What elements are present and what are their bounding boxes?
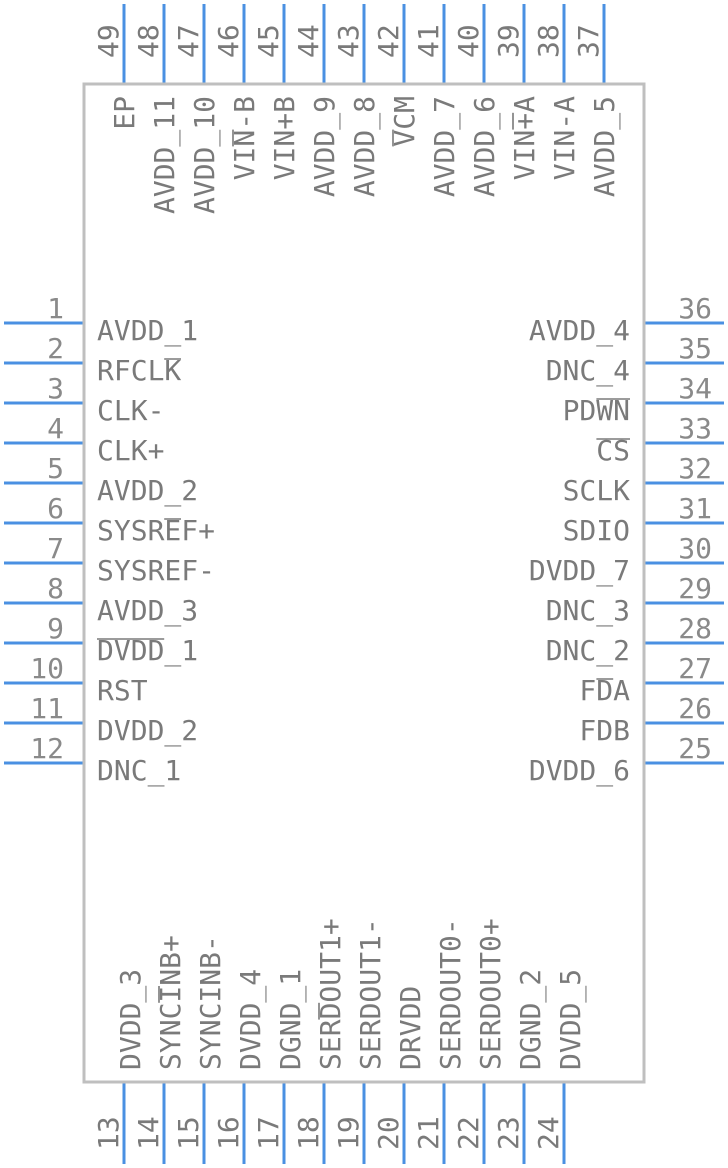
- pin-label: CLK-: [97, 394, 164, 427]
- pin-number: 8: [47, 572, 64, 605]
- pin-label: AVDD_5: [588, 96, 622, 197]
- pin-number: 21: [412, 1116, 445, 1150]
- pin-number: 13: [92, 1116, 125, 1150]
- pin-label: SERDOUT1+: [314, 918, 347, 1070]
- pin-label: DGND_1: [274, 969, 308, 1070]
- pin-number: 1: [47, 292, 64, 325]
- pin-number: 41: [412, 24, 445, 58]
- pin-number: 4: [47, 412, 64, 445]
- pin-label: EP: [108, 96, 141, 130]
- pin-label: DVDD_5: [554, 969, 588, 1070]
- pin-label: RST: [97, 674, 148, 707]
- pin-label: DGND_2: [514, 969, 548, 1070]
- pin-number: 48: [132, 24, 165, 58]
- pin-number: 37: [572, 24, 605, 58]
- pin-number: 26: [678, 692, 712, 725]
- pin-label: SYNCINB-: [194, 935, 227, 1070]
- pin-label: AVDD_6: [468, 96, 502, 197]
- pin-number: 29: [678, 572, 712, 605]
- pin-number: 28: [678, 612, 712, 645]
- pin-number: 24: [532, 1116, 565, 1150]
- pin-number: 45: [252, 24, 285, 58]
- pin-number: 44: [292, 24, 325, 58]
- pin-number: 39: [492, 24, 525, 58]
- pin-number: 19: [332, 1116, 365, 1150]
- pin-number: 23: [492, 1116, 525, 1150]
- pin-number: 15: [172, 1116, 205, 1150]
- pin-number: 42: [372, 24, 405, 58]
- pin-number: 47: [172, 24, 205, 58]
- pin-label: SERDOUT0+: [474, 918, 507, 1070]
- pin-number: 17: [252, 1116, 285, 1150]
- pin-number: 18: [292, 1116, 325, 1150]
- pin-number: 31: [678, 492, 712, 525]
- pin-label: AVDD_11: [148, 96, 182, 214]
- pin-number: 11: [30, 692, 64, 725]
- pin-number: 27: [678, 652, 712, 685]
- pin-number: 36: [678, 292, 712, 325]
- pin-number: 49: [92, 24, 125, 58]
- pin-number: 12: [30, 732, 64, 765]
- pin-number: 6: [47, 492, 64, 525]
- pin-label: SCLK: [563, 474, 631, 507]
- pin-label: AVDD_10: [188, 96, 222, 214]
- pin-label: FDB: [579, 714, 630, 747]
- pin-number: 35: [678, 332, 712, 365]
- pin-number: 20: [372, 1116, 405, 1150]
- pin-label: CLK+: [97, 434, 164, 467]
- pin-label: DNC_2: [546, 634, 630, 668]
- pin-number: 3: [47, 372, 64, 405]
- pin-number: 38: [532, 24, 565, 58]
- pin-number: 34: [678, 372, 712, 405]
- pin-number: 40: [452, 24, 485, 58]
- pin-label: DRVDD: [394, 986, 427, 1070]
- pin-label: DNC_1: [97, 754, 181, 788]
- pin-number: 2: [47, 332, 64, 365]
- pin-number: 5: [47, 452, 64, 485]
- pin-label: VIN-A: [548, 96, 581, 180]
- pin-label: DNC_3: [546, 594, 630, 628]
- pin-label: DVDD_4: [234, 969, 268, 1070]
- pin-number: 22: [452, 1116, 485, 1150]
- pin-number: 7: [47, 532, 64, 565]
- pin-label: AVDD_4: [529, 314, 630, 348]
- pin-label: VIN+A: [508, 96, 541, 180]
- pin-number: 46: [212, 24, 245, 58]
- pin-number: 9: [47, 612, 64, 645]
- pin-number: 16: [212, 1116, 245, 1150]
- pin-label: DVDD_6: [529, 754, 630, 788]
- pin-number: 33: [678, 412, 712, 445]
- pin-number: 25: [678, 732, 712, 765]
- pin-label: AVDD_8: [348, 96, 382, 197]
- pin-label: SERDOUT0-: [434, 918, 467, 1070]
- pin-label: AVDD_7: [428, 96, 462, 197]
- pin-number: 30: [678, 532, 712, 565]
- pin-number: 32: [678, 452, 712, 485]
- pin-label: AVDD_9: [308, 96, 342, 197]
- pin-label: AVDD_1: [97, 314, 198, 348]
- ic-body: [82, 82, 646, 1084]
- pin-label: AVDD_2: [97, 474, 198, 508]
- pin-label: SYSREF-: [97, 554, 215, 587]
- pin-label: SDIO: [563, 514, 630, 547]
- pin-label: DVDD_3: [114, 969, 148, 1070]
- pin-label: DVDD_2: [97, 714, 198, 748]
- pin-label: DVDD_7: [529, 554, 630, 588]
- pin-label: SERDOUT1-: [354, 918, 387, 1070]
- pin-label: DNC_4: [546, 354, 630, 388]
- pin-label: SYSREF+: [97, 514, 215, 547]
- pin-number: 10: [30, 652, 64, 685]
- pin-label: AVDD_3: [97, 594, 198, 628]
- pin-number: 14: [132, 1116, 165, 1150]
- pin-label: VIN+B: [268, 96, 301, 180]
- pin-number: 43: [332, 24, 365, 58]
